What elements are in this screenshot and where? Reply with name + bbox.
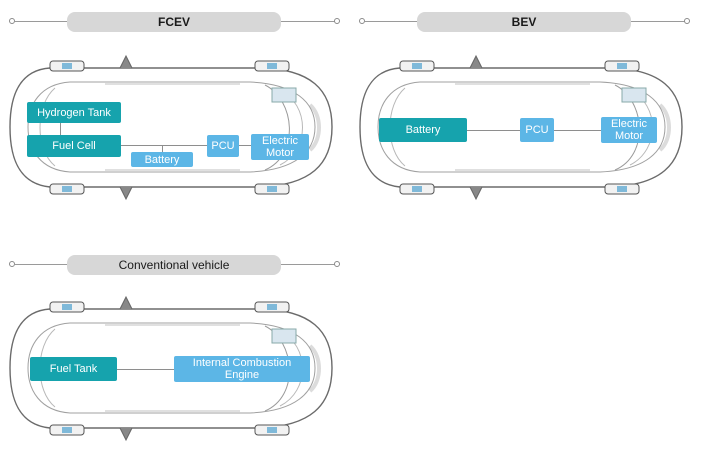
fuel-tank-box: Fuel Tank [30, 357, 117, 381]
header-right-dot [684, 18, 690, 24]
conventional-title: Conventional vehicle [67, 255, 281, 275]
bev-title: BEV [417, 12, 631, 32]
header-right-dot [334, 261, 340, 267]
bev-car-outline [358, 54, 684, 201]
connector-tank-fuelcell [60, 122, 61, 136]
hydrogen-tank-box: Hydrogen Tank [27, 102, 121, 123]
fcev-panel: FCEV Hydrogen Tank Fuel Cell Battery PCU… [0, 0, 345, 215]
connector-battery-bus [162, 145, 163, 153]
conventional-panel: Conventional vehicle Fuel Tank Internal … [0, 243, 345, 455]
electric-motor-box: Electric Motor [251, 134, 309, 160]
connector-fuelcell-pcu [120, 145, 208, 146]
bev-panel: BEV Battery PCU Electric Motor [350, 0, 695, 215]
header-right-dot [334, 18, 340, 24]
pcu-box: PCU [207, 135, 239, 157]
pcu-box: PCU [520, 118, 554, 142]
battery-box: Battery [131, 152, 193, 167]
header-left-dot [9, 261, 15, 267]
engine-box: Internal Combustion Engine [174, 356, 310, 382]
conventional-car-outline [8, 295, 334, 442]
connector-battery-pcu [466, 130, 520, 131]
header-left-dot [359, 18, 365, 24]
electric-motor-box: Electric Motor [601, 117, 657, 143]
connector-pcu-motor [238, 145, 252, 146]
battery-box: Battery [379, 118, 467, 142]
connector-pcu-motor [554, 130, 602, 131]
fuel-cell-box: Fuel Cell [27, 135, 121, 157]
fcev-title: FCEV [67, 12, 281, 32]
header-left-dot [9, 18, 15, 24]
connector-tank-engine [116, 369, 174, 370]
